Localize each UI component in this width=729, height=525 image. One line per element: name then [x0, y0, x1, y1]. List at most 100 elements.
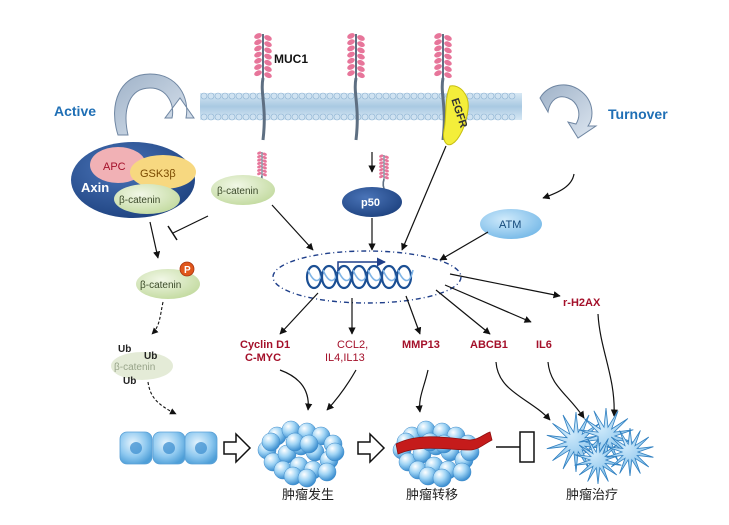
axin-label: Axin: [81, 180, 109, 195]
muc1-glycan: [379, 154, 384, 158]
membrane-bead: [200, 113, 208, 121]
egfr-receptor: EGFR: [443, 85, 469, 146]
dna-turn: [365, 264, 383, 290]
muc1-glycan: [384, 159, 389, 163]
membrane-bead: [431, 113, 439, 121]
dna-strand: [397, 269, 414, 282]
membrane-bead: [368, 113, 376, 121]
tumor-cluster-2: [392, 420, 480, 488]
membrane-bead: [389, 92, 397, 100]
muc1-glycan: [347, 70, 355, 77]
tumor-cell: [432, 468, 452, 488]
phospho-badge: [179, 261, 195, 277]
membrane-bead: [417, 92, 425, 100]
arrow-egfr-to-nucleus: [401, 145, 447, 251]
muc1-glycan: [434, 64, 442, 70]
membrane-bead: [249, 113, 257, 121]
membrane-bead: [242, 92, 250, 100]
membrane-bead: [473, 113, 481, 121]
muc1-glycan: [357, 59, 365, 66]
arrow-h2ax-to-therapy: [597, 313, 618, 417]
muc1-glycan: [347, 57, 355, 64]
tumor-cell: [317, 462, 337, 482]
membrane-bead: [396, 113, 404, 121]
membrane-bead: [403, 92, 411, 100]
phospho-bcatenin: β-catenin P: [136, 261, 200, 299]
muc1-glycan: [262, 159, 267, 163]
membrane-bead: [249, 92, 257, 100]
membrane-bead: [284, 113, 292, 121]
membrane-bead: [396, 92, 404, 100]
membrane-bead: [487, 92, 495, 100]
complex-bcatenin-ellipse: [114, 184, 180, 214]
muc1-glycan: [347, 64, 355, 70]
muc1-glycan: [347, 39, 355, 46]
membrane-bead: [319, 113, 327, 121]
destruction-complex: Axin APC GSK3β β-catenin: [71, 142, 196, 218]
membrane-bead: [312, 92, 320, 100]
membrane-bead: [270, 92, 278, 100]
muc1-glycan: [384, 162, 389, 166]
gene-ccl2: CCL2,: [337, 339, 368, 351]
membrane-bead: [235, 113, 243, 121]
cell-nucleus: [195, 442, 207, 454]
membrane-bead: [466, 92, 474, 100]
muc1-glycan: [444, 66, 452, 72]
nucleus: [272, 250, 462, 304]
active-label: Active: [54, 103, 96, 119]
dna-helix: [305, 264, 414, 290]
arrow-ccl2-to-tumorigenesis: [326, 369, 357, 411]
membrane-bead: [501, 92, 509, 100]
dna-turn: [350, 264, 368, 290]
muc1-label: MUC1: [274, 52, 308, 66]
turnover-curl-arrow: [539, 84, 598, 139]
tumor-cell: [261, 432, 281, 452]
muc1-glycan: [254, 45, 262, 52]
hollow-arrow-2: [357, 432, 386, 464]
membrane-bead: [494, 113, 502, 121]
membrane-bead: [312, 113, 320, 121]
muc1-glycan: [264, 72, 272, 79]
muc1-glycan: [444, 72, 452, 79]
normal-cells: [119, 431, 218, 465]
gene-r-h2ax: r-H2AX: [563, 297, 601, 309]
therapy-star-cell: [574, 435, 622, 485]
muc1-glycan: [257, 154, 262, 159]
muc1-glycan: [357, 66, 365, 72]
muc1-glycan: [254, 39, 262, 46]
ub-bcatenin-label: β-catenin: [114, 362, 155, 373]
muc1-glycan: [384, 165, 389, 170]
membrane-bead: [368, 92, 376, 100]
membrane-bead: [340, 113, 348, 121]
muc1-glycan: [379, 157, 384, 162]
membrane-bead: [326, 113, 334, 121]
active-curl-arrow: [114, 73, 195, 136]
muc1-glycan: [257, 168, 262, 172]
dna-turn: [320, 264, 338, 290]
membrane-bead: [403, 113, 411, 121]
muc1-glycan: [262, 162, 267, 167]
muc1-glycan: [357, 35, 365, 41]
arrow-to-abcb1: [435, 289, 491, 335]
muc1-glycan: [444, 59, 452, 66]
ub-bcatenin: β-catenin Ub Ub Ub: [111, 344, 173, 387]
muc1-glycan: [254, 33, 262, 39]
muc1-glycan: [264, 59, 272, 66]
membrane-bead: [263, 92, 271, 100]
muc1-glycan: [434, 33, 442, 39]
muc1-glycan: [384, 172, 389, 176]
membrane-bead: [221, 92, 229, 100]
muc1-glycan: [347, 51, 355, 58]
complex-bcatenin-label: β-catenin: [119, 195, 160, 206]
membrane-bead: [424, 92, 432, 100]
free-bcatenin-label: β-catenin: [217, 186, 258, 197]
muc1-glycan: [434, 70, 442, 77]
gene-il4-il13: IL4,IL13: [325, 352, 365, 364]
label-tumorigenesis: 肿瘤发生: [282, 487, 334, 503]
membrane-bead: [473, 92, 481, 100]
muc1-receptor-1: [254, 33, 272, 141]
muc1-glycan: [357, 72, 365, 79]
muc1-glycan: [379, 164, 384, 168]
